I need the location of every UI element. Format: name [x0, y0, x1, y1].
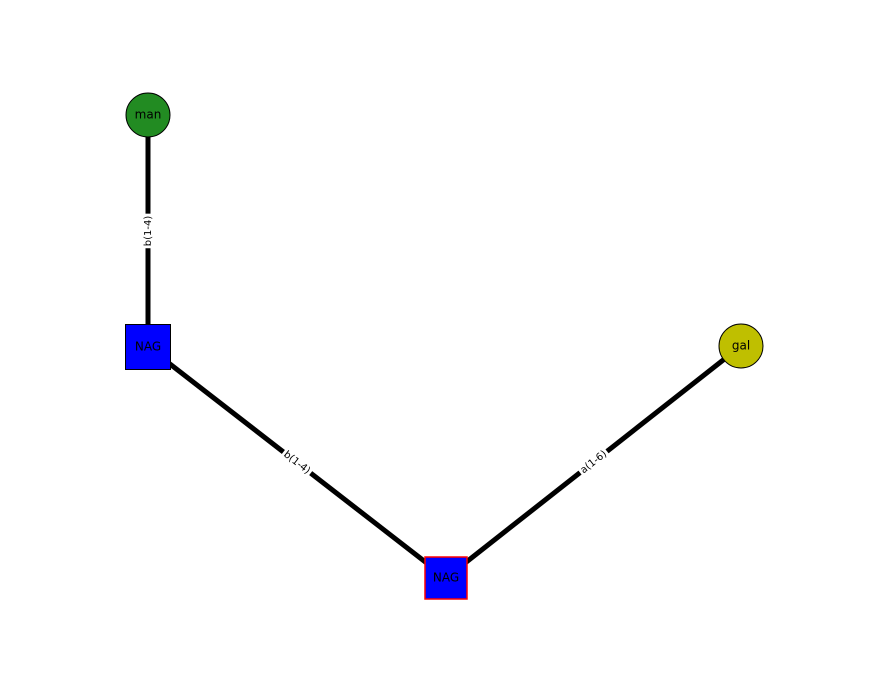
edge-label-group: a(1-6): [576, 446, 612, 479]
node-label-nag2: NAG: [433, 571, 459, 585]
edge-label-bg: [576, 446, 612, 479]
edge-label-group: b(1-4): [142, 213, 155, 249]
node-nag1-square: [125, 324, 171, 370]
edge-label-nag2-gal: a(1-6): [579, 449, 610, 476]
node-gal-circle: [718, 323, 764, 369]
edge-label-bg: [142, 213, 155, 249]
node-label-nag1: NAG: [135, 340, 161, 354]
node-label-man: man: [135, 108, 162, 122]
node-nag2-square: [424, 556, 468, 600]
edge-label-nag1-nag2: b(1-4): [281, 449, 312, 476]
node-label-gal: gal: [732, 339, 750, 353]
edge-label-man-nag1: b(1-4): [143, 216, 154, 247]
edge-label-group: b(1-4): [279, 447, 315, 479]
node-man-circle: [125, 92, 171, 138]
edge-label-bg: [279, 447, 315, 479]
